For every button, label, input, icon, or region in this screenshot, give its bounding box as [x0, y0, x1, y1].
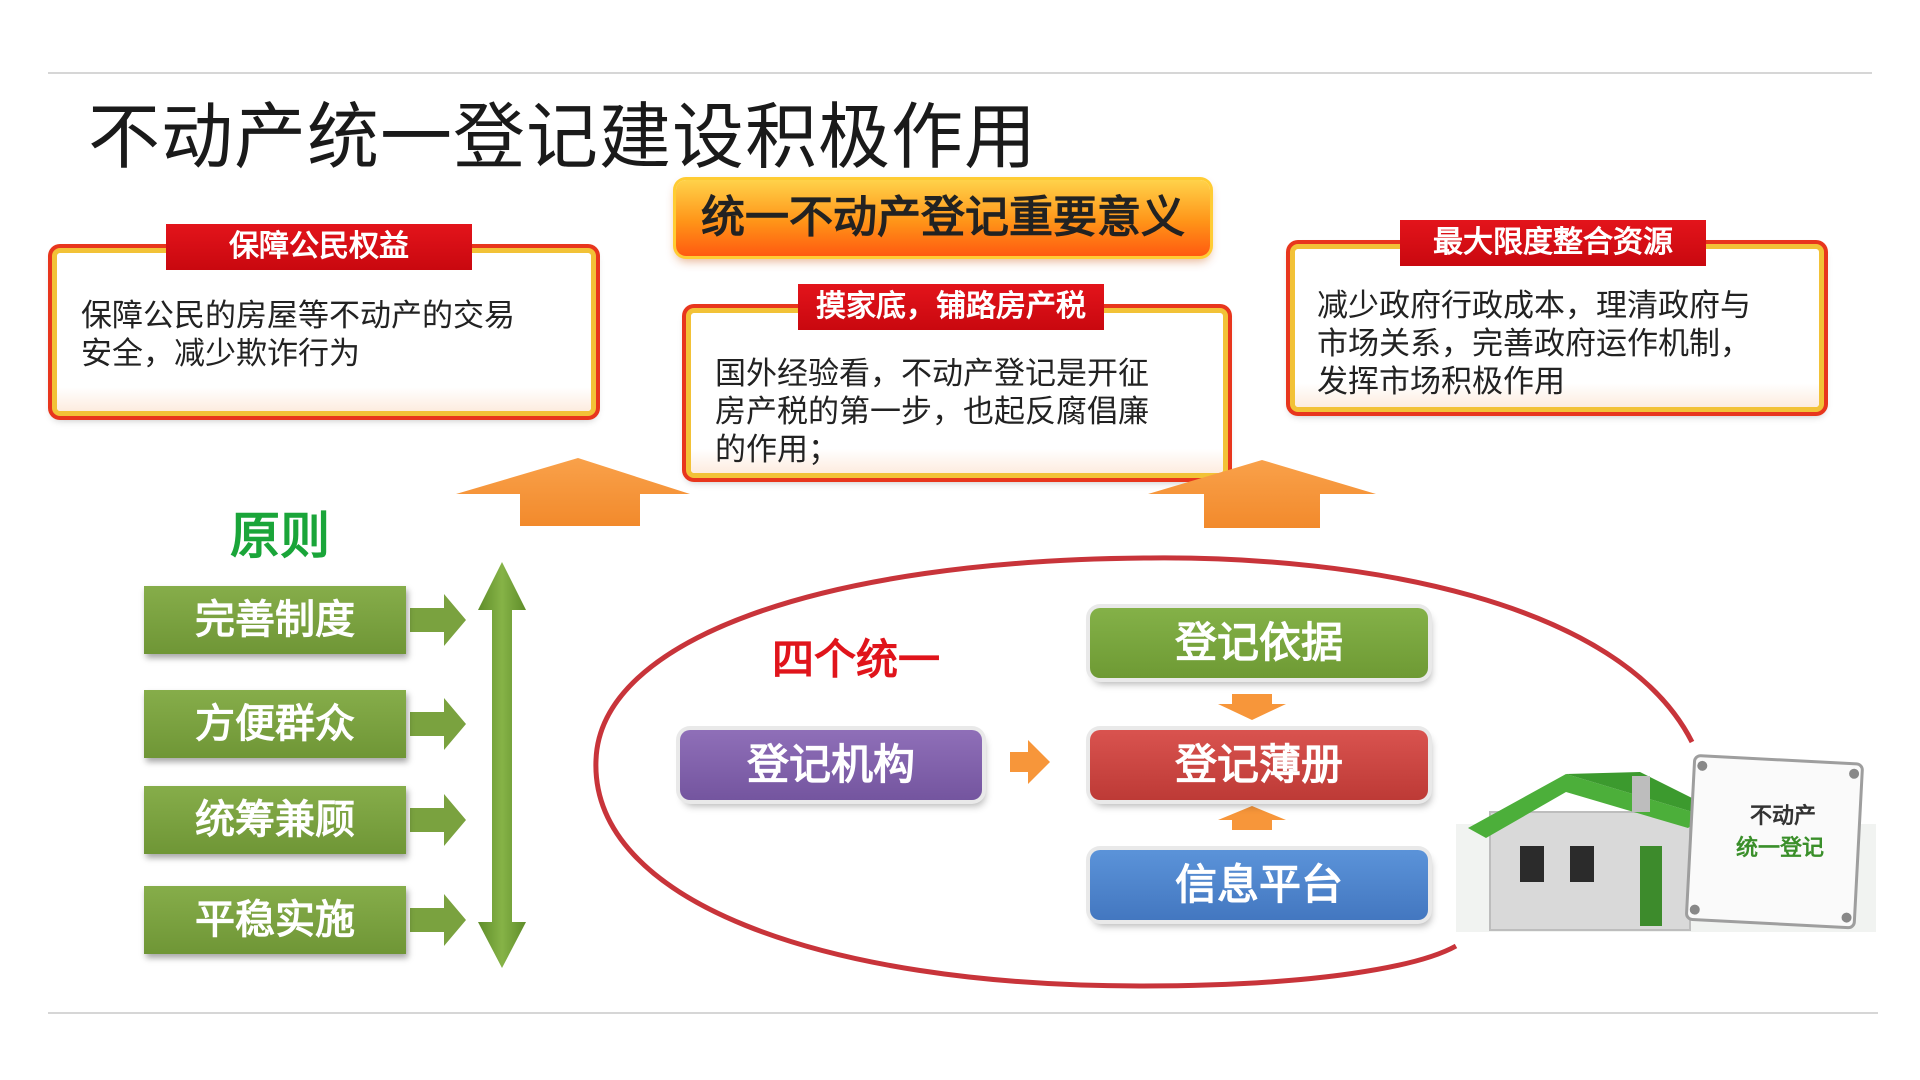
right-arrow-small-icon — [1010, 740, 1050, 784]
up-arrow-right-icon — [1148, 460, 1376, 528]
four-unified-ellipse — [593, 555, 1695, 989]
right-box-tag: 最大限度整合资源 — [1400, 220, 1706, 266]
left-box-inner — [57, 253, 591, 411]
up-arrow-small-icon — [1218, 806, 1286, 830]
bottom-divider — [48, 1012, 1878, 1014]
left-box-text: 保障公民的房屋等不动产的交易 安全，减少欺诈行为 — [81, 297, 581, 373]
middle-box-text: 国外经验看，不动产登记是开征 房产税的第一步，也起反腐倡廉 的作用； — [715, 355, 1215, 469]
four-unified-title: 四个统一 — [772, 635, 941, 684]
principles-title: 原则 — [230, 507, 330, 565]
right-box-line: 减少政府行政成本，理清政府与 — [1317, 288, 1751, 324]
top-divider — [48, 72, 1872, 74]
registration-agency-pill: 登记机构 — [680, 730, 982, 800]
right-box-line: 发挥市场积极作用 — [1317, 364, 1565, 400]
middle-box-line: 房产税的第一步，也起反腐倡廉 — [715, 394, 1149, 430]
registration-register-pill: 登记薄册 — [1090, 730, 1428, 800]
center-banner: 统一不动产登记重要意义 — [676, 180, 1210, 256]
item-arrow-icon — [410, 594, 466, 646]
registration-sign-board — [1685, 754, 1864, 930]
up-arrow-left-icon — [456, 458, 690, 526]
sign-line-1: 不动产 — [1749, 803, 1816, 829]
middle-box-inner — [691, 313, 1223, 473]
vertical-double-arrow-icon — [478, 562, 526, 968]
item-arrow-icon — [410, 698, 466, 750]
left-box-line: 保障公民的房屋等不动产的交易 — [81, 298, 515, 334]
left-box-tag: 保障公民权益 — [166, 224, 472, 270]
right-box-line: 市场关系，完善政府运作机制， — [1317, 326, 1751, 362]
left-box: 保障公民的房屋等不动产的交易 安全，减少欺诈行为 — [52, 248, 596, 416]
principle-item: 方便群众 — [144, 690, 406, 758]
left-box-line: 安全，减少欺诈行为 — [81, 336, 360, 372]
principle-item: 统筹兼顾 — [144, 786, 406, 854]
item-arrow-icons — [410, 594, 466, 946]
right-box: 减少政府行政成本，理清政府与 市场关系，完善政府运作机制， 发挥市场积极作用 — [1290, 244, 1824, 412]
item-arrow-icon — [410, 794, 466, 846]
right-box-inner — [1295, 249, 1819, 407]
sign-line-2: 统一登记 — [1735, 835, 1824, 861]
down-arrow-small-icon — [1218, 694, 1286, 720]
principle-item: 平稳实施 — [144, 886, 406, 954]
information-platform-pill: 信息平台 — [1090, 850, 1428, 920]
middle-box-tag: 摸家底，铺路房产税 — [798, 284, 1104, 330]
middle-box: 国外经验看，不动产登记是开征 房产税的第一步，也起反腐倡廉 的作用； — [686, 308, 1228, 478]
middle-box-line: 的作用； — [715, 432, 839, 468]
registration-basis-pill: 登记依据 — [1090, 608, 1428, 678]
item-arrow-icon — [410, 894, 466, 946]
right-box-text: 减少政府行政成本，理清政府与 市场关系，完善政府运作机制， 发挥市场积极作用 — [1317, 287, 1817, 401]
principle-item: 完善制度 — [144, 586, 406, 654]
page-title: 不动产统一登记建设积极作用 — [88, 95, 1038, 179]
middle-box-line: 国外经验看，不动产登记是开征 — [715, 356, 1149, 392]
